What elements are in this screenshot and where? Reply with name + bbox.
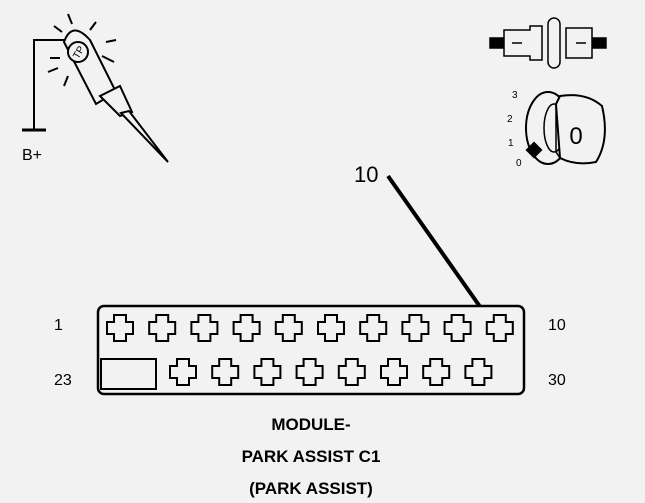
cavity-top-2 <box>148 314 177 342</box>
caption-line-1: MODULE- <box>271 415 350 434</box>
cavity-top-4 <box>232 314 261 342</box>
pin-label-top-left: 1 <box>54 317 63 334</box>
caption-line-3: (PARK ASSIST) <box>249 479 373 498</box>
ignition-key-icon <box>525 91 606 165</box>
ignition-position-2: 2 <box>507 114 513 125</box>
ignition-position-0: 0 <box>516 158 522 169</box>
cavity-bottom-1 <box>169 358 197 386</box>
pin-label-bottom-right: 30 <box>548 372 566 389</box>
connector-disconnected-icon <box>489 17 607 69</box>
battery-positive-label: B+ <box>22 147 42 164</box>
cavity-top-7 <box>359 314 388 342</box>
caption-line-2: PARK ASSIST C1 <box>242 447 381 466</box>
cavity-bottom-3 <box>253 358 282 386</box>
cavity-bottom-7 <box>422 358 451 386</box>
cavity-bottom-6 <box>380 358 408 386</box>
cavity-top-3 <box>190 314 219 342</box>
connector-cavities <box>106 314 514 386</box>
test-light-probe-icon <box>22 13 169 163</box>
cavity-bottom-8 <box>464 358 493 386</box>
cavity-bottom-4 <box>295 358 324 386</box>
callout-label: 10 <box>354 162 378 187</box>
pin-label-top-right: 10 <box>548 317 566 334</box>
cavity-top-8 <box>401 314 430 342</box>
cavity-bottom-2 <box>211 358 240 386</box>
pin-label-bottom-left: 23 <box>54 372 72 389</box>
cavity-bottom-5 <box>337 358 366 386</box>
ignition-position-3: 3 <box>512 90 518 101</box>
cavity-top-10 <box>485 314 514 342</box>
cavity-top-6 <box>317 314 345 342</box>
ignition-position-1: 1 <box>508 138 514 149</box>
cavity-top-1 <box>106 314 134 342</box>
cavity-top-9 <box>443 314 472 342</box>
ignition-current-position: 0 <box>569 123 582 150</box>
connector-key-slot <box>100 358 157 390</box>
cavity-top-5 <box>274 314 303 342</box>
